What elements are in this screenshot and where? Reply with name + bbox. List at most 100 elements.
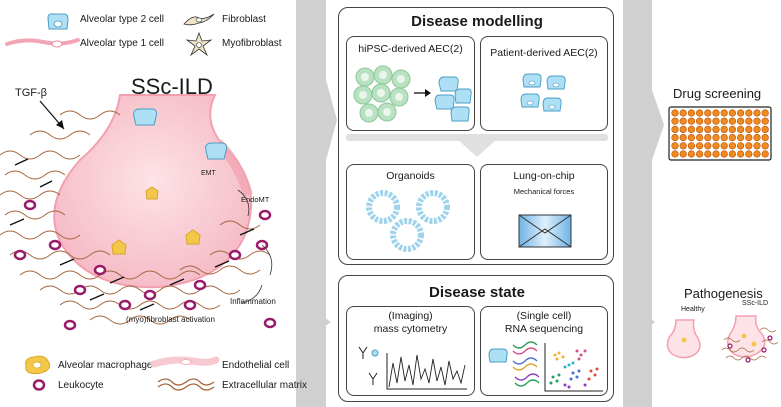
plate-well: [704, 117, 712, 125]
single-line2: RNA sequencing: [504, 323, 584, 335]
hipsc-illustration: [353, 65, 472, 123]
legend-fibroblast-label: Fibroblast: [222, 14, 266, 25]
plate-well: [745, 150, 753, 158]
single-line1: (Single cell): [516, 310, 572, 322]
patient-box: Patient-derived AEC(2): [480, 36, 608, 131]
plate-well: [687, 134, 696, 142]
mass-cytometry-illustration: [358, 346, 467, 390]
at2-cell-emt: [205, 142, 227, 160]
antibody-icons: [358, 346, 379, 385]
plate-well: [728, 117, 737, 125]
tgf-beta-label: TGF-β: [15, 87, 47, 99]
plate-well: [696, 134, 704, 142]
plate-well: [687, 150, 696, 158]
hipsc-label: hiPSC-derived AEC(2): [358, 43, 463, 55]
mass-cytometry-box: (Imaging) mass cytometry: [346, 306, 475, 396]
alveolus-illustration: [0, 94, 277, 331]
organoids-box: Organoids: [346, 164, 475, 260]
myofibroblast-icon: [185, 31, 213, 57]
plate-well: [704, 150, 712, 158]
plate-well: [753, 150, 761, 158]
patient-label: Patient-derived AEC(2): [490, 47, 598, 59]
plate-well: [728, 150, 737, 158]
mechanical-forces-label: Mechanical forces: [513, 187, 575, 196]
legend-endothelial-label: Endothelial cell: [222, 360, 290, 371]
plate-well: [720, 150, 728, 158]
at2-cell-wall: [133, 108, 157, 126]
right-gray-arrow: [623, 0, 664, 407]
imaging-line1: (Imaging): [388, 310, 433, 322]
plate-well: [736, 142, 745, 150]
plate-well: [679, 117, 687, 125]
plate-well: [687, 117, 696, 125]
organoids-illustration: [366, 190, 450, 252]
endomt-label: EndoMT: [241, 195, 270, 204]
plate-well: [696, 125, 704, 134]
plate-well: [704, 142, 712, 150]
legend-ecm-label: Extracellular matrix: [222, 380, 308, 391]
plate-well: [753, 134, 761, 142]
legend-at1-label: Alveolar type 1 cell: [80, 38, 164, 49]
plate-well: [753, 117, 761, 125]
plate-well: [671, 125, 679, 134]
plate-well: [736, 134, 745, 142]
ecm-icon: [157, 378, 215, 391]
pathogenesis-title: Pathogenesis: [684, 286, 763, 301]
disease-state-panel: Disease state (Imaging) mass cytometry (…: [338, 275, 614, 402]
plate-well: [679, 142, 687, 150]
plate-well: [712, 134, 720, 142]
modelling-divider: [346, 134, 608, 141]
plate-well: [704, 125, 712, 134]
imaging-line2: mass cytometry: [373, 323, 448, 335]
plate-well: [728, 109, 737, 117]
plate-well: [671, 142, 679, 150]
plate-well: [679, 150, 687, 158]
well-plate: [668, 106, 772, 161]
dna-strands: [512, 341, 540, 387]
sscild-small-label: SSc-ILD: [742, 300, 769, 307]
emt-label: EMT: [201, 170, 216, 177]
plate-well: [712, 109, 720, 117]
plate-well: [728, 125, 737, 134]
macrophage-icon: [25, 355, 51, 375]
umap-clusters: [549, 349, 599, 389]
plate-well: [761, 134, 769, 142]
lung-on-chip-label: Lung-on-chip: [513, 170, 575, 182]
single-cell-icon: [488, 348, 508, 363]
plate-well: [728, 134, 737, 142]
leukocyte-icon: [32, 379, 46, 391]
plate-well: [761, 142, 769, 150]
plate-well: [687, 109, 696, 117]
inflammation-label: Inflammation: [230, 297, 276, 306]
healthy-label: Healthy: [681, 306, 705, 313]
plate-well: [720, 134, 728, 142]
plate-well: [704, 134, 712, 142]
legend-macrophage-label: Alveolar macrophage: [58, 360, 153, 371]
disease-state-title: Disease state: [429, 284, 525, 301]
plate-well: [696, 142, 704, 150]
plate-well: [753, 109, 761, 117]
legend-at2-label: Alveolar type 2 cell: [80, 14, 164, 25]
plate-well: [736, 117, 745, 125]
hipsc-box: hiPSC-derived AEC(2): [346, 36, 475, 131]
plate-well: [728, 142, 737, 150]
plate-well: [736, 125, 745, 134]
plate-well: [679, 125, 687, 134]
plate-well: [720, 125, 728, 134]
disease-modelling-title: Disease modelling: [411, 13, 543, 30]
plate-well: [696, 117, 704, 125]
plate-well: [671, 134, 679, 142]
mass-spectrum-trace: [388, 354, 466, 388]
annotation-arrows: [237, 189, 273, 304]
plate-well: [753, 125, 761, 134]
plate-well: [745, 109, 753, 117]
left-gray-arrow: [296, 0, 337, 407]
plate-well: [712, 125, 720, 134]
plate-well: [745, 125, 753, 134]
fibroblast-icon: [183, 13, 215, 26]
plate-well: [687, 125, 696, 134]
at1-cell-icon: [5, 38, 80, 48]
plate-wells: [671, 109, 769, 158]
at2-cell-icon: [47, 13, 69, 30]
